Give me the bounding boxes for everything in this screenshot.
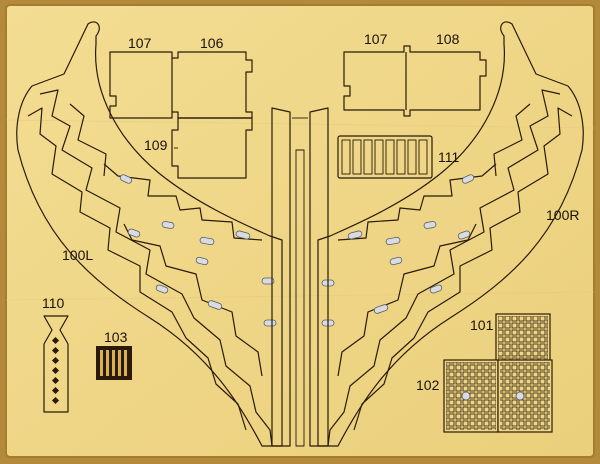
- label-107-right: 107: [364, 31, 388, 47]
- part-100L: [16, 21, 283, 447]
- part-110: [43, 315, 69, 413]
- label-102: 102: [416, 377, 440, 393]
- part-111-ladder: [337, 135, 433, 179]
- part-101-grating: [495, 313, 551, 365]
- label-110: 110: [42, 295, 65, 311]
- parts-107-108: [343, 45, 487, 117]
- pegs-100R: [321, 174, 475, 327]
- part-102-gratings: [443, 359, 553, 433]
- part-100R: [317, 21, 584, 447]
- label-100L: 100L: [62, 247, 93, 263]
- part-103: [96, 346, 132, 380]
- pegs-100L: [119, 174, 277, 327]
- label-103: 103: [104, 329, 128, 345]
- parts-107-106-109: [109, 51, 253, 179]
- label-101: 101: [470, 317, 494, 333]
- label-100R: 100R: [546, 207, 579, 223]
- label-111: 111: [438, 149, 459, 165]
- label-109: 109: [144, 137, 168, 153]
- label-108: 108: [436, 31, 460, 47]
- keel-strips: [271, 107, 329, 447]
- label-107-left: 107: [128, 35, 152, 51]
- label-106: 106: [200, 35, 224, 51]
